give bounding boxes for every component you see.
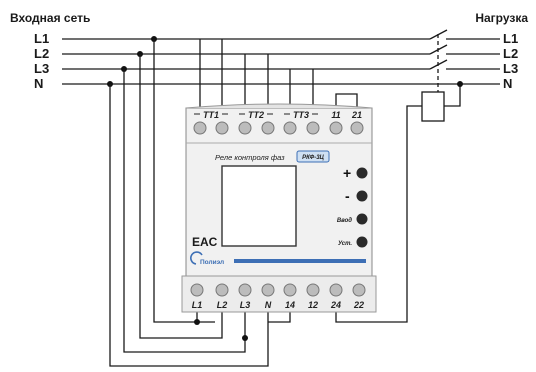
- coil-to-terminal-24-wire: [335, 105, 422, 323]
- terminal-screw: [261, 121, 275, 135]
- left-line-label-l3: L3: [34, 61, 49, 76]
- input-button[interactable]: [356, 213, 368, 225]
- svg-text:Полиэл: Полиэл: [200, 259, 224, 266]
- bottom-terminal-labels: L1 L2 L3 N 14 12 24 22: [192, 300, 364, 310]
- minus-button-label: -: [345, 188, 350, 204]
- terminal-screw: [306, 283, 320, 297]
- terminal-screw: [215, 283, 229, 297]
- terminal-screw: [352, 283, 366, 297]
- terminal-screw: [238, 283, 252, 297]
- model-badge: [296, 150, 330, 163]
- junction-dot: [242, 335, 248, 341]
- terminal-label-tt3: TT3: [293, 110, 309, 120]
- minus-button[interactable]: [356, 190, 368, 202]
- terminal-screw: [329, 121, 343, 135]
- right-line-label-l2: L2: [503, 46, 518, 61]
- input-button-label: Ввод: [337, 218, 352, 224]
- plus-button[interactable]: [356, 167, 368, 179]
- terminal-screw: [283, 283, 297, 297]
- terminal-screw: [215, 121, 229, 135]
- top-terminals: [193, 121, 364, 135]
- contactor-contacts: [429, 29, 448, 96]
- terminal-label-l3: L3: [240, 300, 251, 310]
- eac-logo: EAC: [192, 235, 218, 249]
- left-line-label-n: N: [34, 76, 43, 91]
- right-line-label-l1: L1: [503, 31, 518, 46]
- coil-to-neutral-wire: [444, 84, 461, 107]
- terminal-screw: [261, 283, 275, 297]
- junction-dot: [194, 319, 200, 325]
- contactor-coil: [421, 91, 445, 122]
- display-window: [221, 165, 297, 247]
- brand-stripe: [234, 259, 366, 263]
- terminal-label-tt1: TT1: [203, 110, 219, 120]
- terminal-screw: [350, 121, 364, 135]
- bus-lines: [62, 38, 500, 85]
- junction-dot: [457, 81, 463, 87]
- terminal-label-24: 24: [330, 300, 341, 310]
- supply-wires: [109, 39, 291, 367]
- left-line-label-l1: L1: [34, 31, 49, 46]
- terminal-label-22: 22: [353, 300, 364, 310]
- terminal-label-21: 21: [351, 110, 362, 120]
- terminal-label-l1: L1: [192, 300, 203, 310]
- device-title: Реле контроля фаз: [215, 153, 285, 162]
- plus-button-label: +: [343, 165, 351, 181]
- sensing-wires: [199, 39, 358, 112]
- right-line-label-l3: L3: [503, 61, 518, 76]
- terminal-screw: [306, 121, 320, 135]
- brand-logo: Полиэл: [190, 251, 224, 266]
- terminal-label-n: N: [265, 300, 272, 310]
- terminal-screw: [193, 121, 207, 135]
- terminal-label-14: 14: [285, 300, 295, 310]
- terminal-screw: [329, 283, 343, 297]
- input-network-label: Входная сеть: [10, 11, 90, 25]
- model-badge-label: РКФ-3Ц: [302, 155, 324, 161]
- terminal-label-l2: L2: [217, 300, 228, 310]
- set-button[interactable]: [356, 236, 368, 248]
- terminal-screw: [238, 121, 252, 135]
- load-label: Нагрузка: [475, 11, 528, 25]
- terminal-label-tt2: TT2: [248, 110, 264, 120]
- bottom-terminals: [190, 283, 366, 297]
- set-button-label: Уст.: [338, 241, 352, 247]
- terminal-label-11: 11: [331, 110, 340, 120]
- terminal-screw: [283, 121, 297, 135]
- left-line-label-l2: L2: [34, 46, 49, 61]
- terminal-label-12: 12: [308, 300, 318, 310]
- right-line-label-n: N: [503, 76, 512, 91]
- terminal-screw: [190, 283, 204, 297]
- top-terminal-labels: TT1 TT2 TT3 11 21: [194, 110, 362, 120]
